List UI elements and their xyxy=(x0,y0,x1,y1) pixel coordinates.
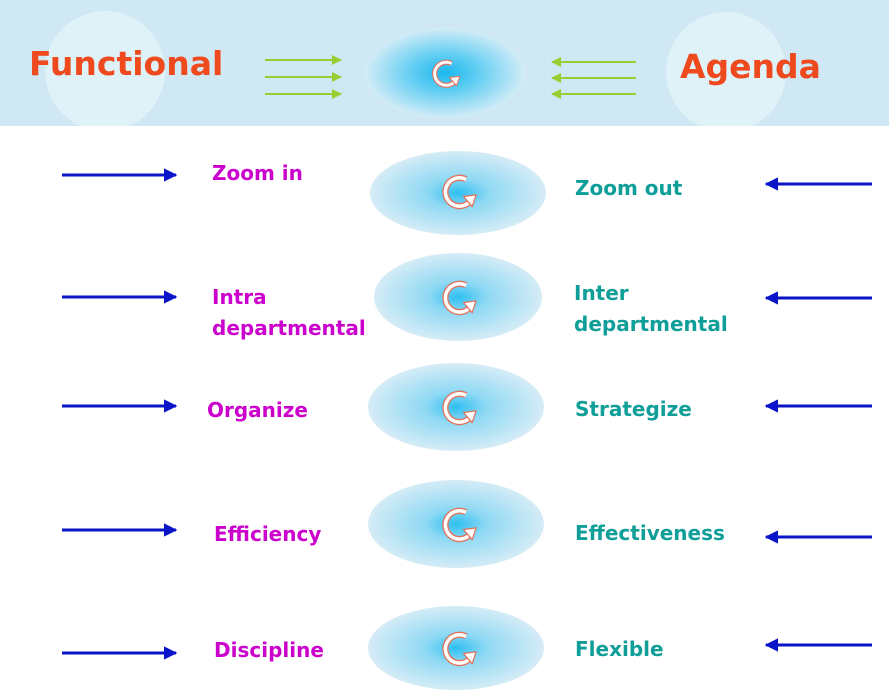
cycle-oval xyxy=(368,480,544,568)
label-efficiency: Efficiency xyxy=(214,522,322,546)
row-discipline xyxy=(62,606,872,690)
label-inter-departmental: Inter departmental xyxy=(574,281,728,336)
header-oval xyxy=(365,28,525,118)
decorative-circle xyxy=(45,11,165,126)
label-discipline: Discipline xyxy=(214,638,324,662)
header-right-arrows xyxy=(551,57,636,99)
cycle-oval xyxy=(368,606,544,690)
header-banner: Functional Agenda xyxy=(0,0,889,126)
label-effectiveness: Effectiveness xyxy=(575,521,725,545)
label-zoom-in: Zoom in xyxy=(212,161,303,185)
functional-title: Functional xyxy=(29,44,224,83)
row-organize xyxy=(62,363,872,451)
row-zoom xyxy=(62,151,872,235)
decorative-circle xyxy=(666,12,786,126)
agenda-title: Agenda xyxy=(680,47,821,86)
row-efficiency xyxy=(62,480,872,568)
label-organize: Organize xyxy=(207,398,308,422)
header-cycle-group xyxy=(365,28,525,118)
label-flexible: Flexible xyxy=(575,637,664,661)
header-left-arrows xyxy=(265,55,342,99)
label-zoom-out: Zoom out xyxy=(575,176,683,200)
cycle-oval xyxy=(374,253,542,341)
label-strategize: Strategize xyxy=(575,397,692,421)
cycle-oval xyxy=(370,151,546,235)
label-intra-departmental: Intra departmental xyxy=(212,285,366,340)
row-departmental xyxy=(62,253,872,341)
cycle-oval xyxy=(368,363,544,451)
